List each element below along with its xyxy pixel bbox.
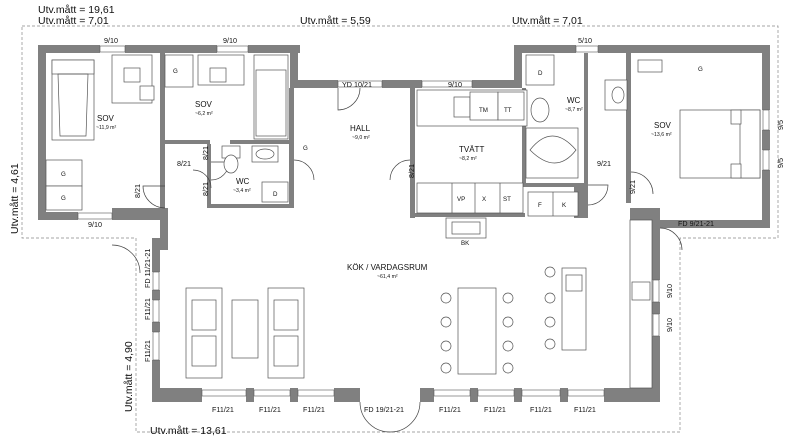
sov3-furniture xyxy=(637,59,761,179)
tvatt-fixtures xyxy=(416,89,528,214)
label-st: ST xyxy=(503,196,511,203)
win-label: 9/10 xyxy=(223,36,237,45)
door-labels: YD 10/21 FD 11/21-21 FD 9/21-21 FD 19/21… xyxy=(133,80,714,414)
sov1-desk xyxy=(111,54,155,104)
roof-outline xyxy=(21,25,779,433)
label-k: K xyxy=(562,202,567,209)
label-f: F xyxy=(538,202,542,209)
window-panes xyxy=(77,45,770,397)
kitchen-counter xyxy=(629,219,653,389)
label-bk: BK xyxy=(461,240,470,247)
label-g: G xyxy=(61,195,66,202)
door-label: 9/21 xyxy=(597,159,611,168)
win-label: F11/21 xyxy=(143,298,152,320)
room-sov1-area: ~11,9 m² xyxy=(96,125,117,131)
win-label: F11/21 xyxy=(530,405,552,414)
win-label: F11/21 xyxy=(143,340,152,362)
room-kok-area: ~61,4 m² xyxy=(377,274,398,280)
wc1-fixtures xyxy=(221,145,289,203)
kitchen-island xyxy=(544,266,587,351)
win-label: 9/10 xyxy=(665,318,674,332)
dim-middle-width: Utv.mått = 5,59 xyxy=(300,15,371,27)
label-g: G xyxy=(173,68,178,75)
label-x: X xyxy=(482,196,486,203)
room-tvatt-name: TVÄTT xyxy=(459,145,484,154)
win-label: F11/21 xyxy=(259,405,281,414)
win-label: F11/21 xyxy=(574,405,596,414)
win-label: F11/21 xyxy=(439,405,461,414)
label-g: G xyxy=(698,66,703,73)
room-sov3-area: ~13,6 m² xyxy=(651,132,672,138)
door-swings xyxy=(111,87,683,433)
win-label: 9/10 xyxy=(665,284,674,298)
win-label: 9/10 xyxy=(104,36,118,45)
dim-right-wing-width: Utv.mått = 7,01 xyxy=(512,15,583,27)
label-tm: TM xyxy=(479,107,488,114)
label-d: D xyxy=(273,191,278,198)
room-sov3-name: SOV xyxy=(654,121,672,130)
kitchen-sink xyxy=(445,217,487,239)
room-wc1-area: ~3,4 m² xyxy=(233,188,251,194)
room-sov2-name: SOV xyxy=(195,100,213,109)
door-label: 8/21 xyxy=(177,159,191,168)
win-label: F11/21 xyxy=(484,405,506,414)
room-kok-name: KÖK / VARDAGSRUM xyxy=(347,263,428,272)
door-label: 8/21 xyxy=(201,146,210,160)
room-wc2-area: ~8,7 m² xyxy=(565,107,583,113)
room-sov1-name: SOV xyxy=(97,114,115,123)
label-d: D xyxy=(538,70,543,77)
door-label: 8/21 xyxy=(407,164,416,178)
room-hall-area: ~9,0 m² xyxy=(352,135,370,141)
sov1-bed xyxy=(51,59,95,141)
sov1-wardrobes xyxy=(45,159,83,211)
room-hall-name: HALL xyxy=(350,124,371,133)
door-label: 8/21 xyxy=(201,182,210,196)
door-label-fd-right: FD 9/21-21 xyxy=(678,219,714,228)
sofa-right xyxy=(267,287,305,379)
door-label-fd-left: FD 11/21-21 xyxy=(143,249,152,288)
room-wc1-name: WC xyxy=(236,177,250,186)
window-labels: 9/10 9/10 5/10 9/10 9/10 9/5 9/5 9/10 9/… xyxy=(88,36,785,414)
win-label: 9/10 xyxy=(88,220,102,229)
win-label: 5/10 xyxy=(578,36,592,45)
door-label-fd-bottom: FD 19/21-21 xyxy=(364,405,404,414)
dim-wing-depth: Utv.mått = 4,61 xyxy=(9,163,21,234)
wc2-fixtures xyxy=(525,54,628,217)
dim-left-wing-width: Utv.mått = 7,01 xyxy=(38,15,109,27)
win-label: 9/5 xyxy=(776,120,785,130)
label-vp: VP xyxy=(457,196,465,203)
dining-table xyxy=(440,287,514,375)
room-sov2-area: ~6,2 m² xyxy=(195,111,213,117)
room-tvatt-area: ~8,2 m² xyxy=(459,156,477,162)
label-g: G xyxy=(61,171,66,178)
win-label: 9/10 xyxy=(448,80,462,89)
win-label: 9/5 xyxy=(776,158,785,168)
door-label: 8/21 xyxy=(133,184,142,198)
appliance-labels: G G G G G D D TM TT VP X ST F K BK xyxy=(61,66,703,247)
room-wc2-name: WC xyxy=(567,96,581,105)
sofa-left xyxy=(185,287,223,379)
win-label: F11/21 xyxy=(212,405,234,414)
win-label: F11/21 xyxy=(303,405,325,414)
door-label: 9/21 xyxy=(628,180,637,194)
dim-living-width: Utv.mått = 13,61 xyxy=(150,425,227,437)
door-label-entry: YD 10/21 xyxy=(342,80,372,89)
label-g: G xyxy=(303,145,308,152)
dim-living-depth: Utv.mått = 4,90 xyxy=(123,341,135,412)
coffee-table xyxy=(231,299,259,359)
label-tt: TT xyxy=(504,107,512,114)
sov2-furniture xyxy=(164,54,289,140)
exterior-walls xyxy=(38,45,770,402)
dim-total-width: Utv.mått = 19,61 xyxy=(38,4,115,16)
